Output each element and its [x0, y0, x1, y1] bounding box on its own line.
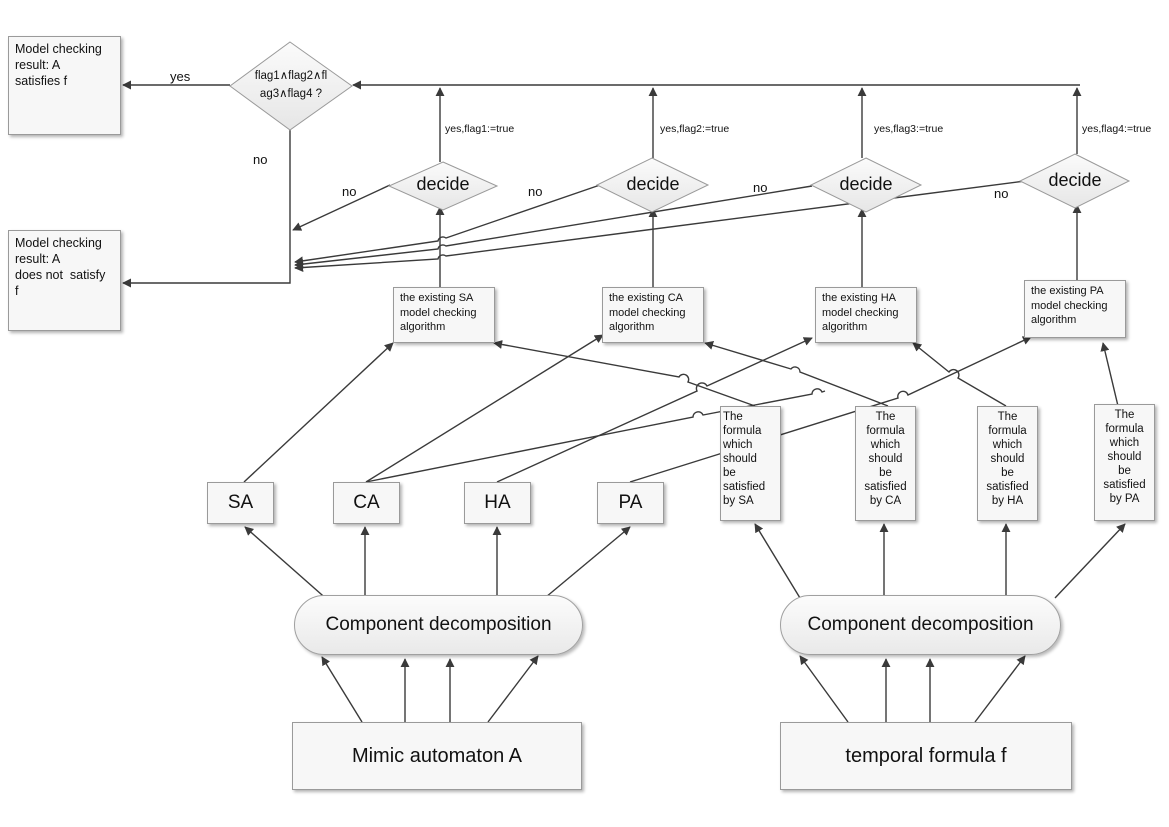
edge-decide-1-no — [292, 184, 391, 231]
formula-box-pa: The formula which should be satisfied by… — [1094, 404, 1155, 521]
decide-diamond-4 — [1018, 153, 1131, 209]
decide-diamond-2 — [595, 157, 710, 213]
edge-formula-to-decomp-1 — [799, 655, 849, 723]
edge-label-no-flag: no — [253, 152, 268, 167]
edge-decomp-to-formula-sa — [754, 523, 801, 599]
edge-automaton-to-decomp-4 — [487, 655, 539, 723]
decide-label-3: decide — [839, 174, 893, 194]
edge-label-no-4: no — [994, 186, 1009, 201]
algorithm-box-ca: the existing CA model checking algorithm — [602, 287, 704, 343]
decomposition-pill-automaton: Component decomposition — [294, 595, 583, 655]
edge-ha-to-ha-algo — [496, 337, 813, 483]
input-box-formula: temporal formula f — [780, 722, 1072, 790]
edge-decomp-to-formula-pa — [1054, 523, 1126, 599]
edge-decide-4-no — [294, 180, 1026, 272]
decide-label-2: decide — [626, 174, 680, 194]
edge-label-flag2: yes,flag2:=true — [660, 123, 730, 135]
formula-box-ha: The formula which should be satisfied by… — [977, 406, 1038, 521]
result-satisfies-box: Model checking result: A satisfies f — [8, 36, 121, 135]
edge-sa-to-sa-algo — [243, 342, 394, 483]
edge-decomp-to-sa — [244, 526, 331, 603]
component-box-ca: CA — [333, 482, 400, 524]
edge-decomp-to-pa — [539, 526, 631, 603]
formula-box-ca: The formula which should be satisfied by… — [855, 406, 916, 521]
edge-label-flag4: yes,flag4:=true — [1082, 123, 1152, 135]
edge-label-flag3: yes,flag3:=true — [874, 123, 944, 135]
edge-formula-ha-to-ha-algo — [912, 342, 1007, 407]
edge-formula-pa-to-pa-algo — [1100, 342, 1119, 407]
edge-label-yes: yes — [170, 69, 191, 84]
edge-ca-to-ca-algo-cont — [365, 334, 604, 483]
decide-diamond-3 — [809, 157, 923, 213]
result-not-satisfies-box: Model checking result: A does not satisf… — [8, 230, 121, 331]
decide-label-1: decide — [416, 174, 470, 194]
edge-decide-3-no — [294, 185, 813, 269]
component-box-ha: HA — [464, 482, 531, 524]
edge-formula-sa-to-sa-algo — [493, 340, 756, 407]
decide-diamond-1 — [387, 161, 499, 211]
edge-pa-to-pa-algo — [629, 336, 1032, 483]
edge-flag-no — [122, 130, 291, 288]
edge-decide-2-no — [294, 184, 601, 266]
edge-automaton-to-decomp-1 — [321, 656, 363, 723]
flag-diamond — [229, 41, 353, 131]
algorithm-box-sa: the existing SA model checking algorithm — [393, 287, 495, 343]
edge-formula-ca-to-ca-algo — [704, 341, 889, 407]
edge-label-no-3: no — [753, 180, 768, 195]
edge-label-no-1: no — [342, 184, 357, 199]
edge-formula-to-decomp-4 — [974, 655, 1026, 723]
formula-box-sa: The formula which should be satisfied by… — [720, 406, 781, 521]
component-box-pa: PA — [597, 482, 664, 524]
algorithm-box-pa: the existing PA model checking algorithm — [1024, 280, 1126, 338]
flag-condition-label: flag1∧flag2∧fl ag3∧flag4 ? — [254, 70, 328, 100]
algorithm-box-ha: the existing HA model checking algorithm — [815, 287, 917, 343]
edge-ca-to-ca-algo — [365, 388, 826, 483]
decomposition-pill-formula: Component decomposition — [780, 595, 1061, 655]
edge-label-no-2: no — [528, 184, 543, 199]
decide-label-4: decide — [1048, 170, 1102, 190]
input-box-automaton: Mimic automaton A — [292, 722, 582, 790]
component-box-sa: SA — [207, 482, 274, 524]
edge-label-flag1: yes,flag1:=true — [445, 123, 515, 135]
